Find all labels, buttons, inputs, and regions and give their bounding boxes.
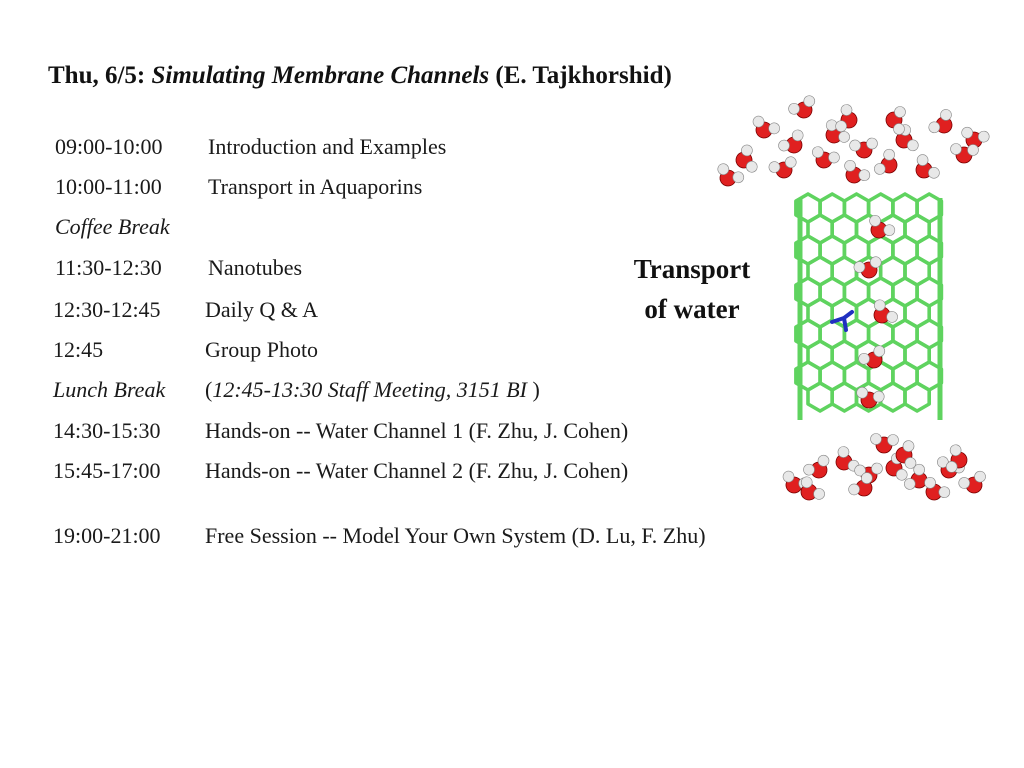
schedule-time: 15:45-17:00 bbox=[53, 458, 161, 483]
nanotube-back-wall bbox=[800, 198, 940, 420]
schedule-time: 11:30-12:30 bbox=[55, 255, 162, 280]
session-topic: Simulating Membrane Channels bbox=[151, 62, 490, 89]
break-label: Lunch Break bbox=[53, 377, 166, 402]
schedule-desc: Hands-on -- Water Channel 1 (F. Zhu, J. … bbox=[205, 418, 629, 443]
schedule-desc: Introduction and Examples bbox=[208, 134, 447, 159]
session-title: Thu, 6/5: Simulating Membrane Channels (… bbox=[48, 62, 672, 90]
schedule-time: 10:00-11:00 bbox=[55, 174, 162, 199]
schedule-time: 14:30-15:30 bbox=[53, 418, 161, 443]
session-instructor: (E. Tajkhorshid) bbox=[495, 62, 672, 89]
schedule-time: 19:00-21:00 bbox=[53, 523, 161, 548]
schedule-time: 09:00-10:00 bbox=[55, 134, 163, 159]
break-label: Coffee Break bbox=[55, 214, 170, 239]
nanotube-water-illustration bbox=[717, 95, 990, 501]
staff-meeting-note: (12:45-13:30 Staff Meeting, 3151 BI ) bbox=[205, 377, 540, 402]
nitrogen-marker bbox=[830, 310, 854, 332]
water-cluster-bottom bbox=[782, 433, 986, 501]
water-cluster-top bbox=[717, 95, 990, 187]
schedule-desc: Transport in Aquaporins bbox=[208, 174, 423, 199]
figure-caption: Transport of water bbox=[633, 254, 751, 324]
schedule-desc: Daily Q & A bbox=[205, 297, 319, 322]
water-chain-inside bbox=[853, 215, 898, 409]
schedule-desc: Group Photo bbox=[205, 337, 319, 362]
session-date: Thu, 6/5: bbox=[48, 62, 146, 89]
schedule-time: 12:45 bbox=[53, 337, 104, 362]
schedule-desc: Free Session -- Model Your Own System (D… bbox=[205, 523, 706, 548]
schedule-time: 12:30-12:45 bbox=[53, 297, 161, 322]
schedule-desc: Nanotubes bbox=[208, 255, 303, 280]
schedule-desc: Hands-on -- Water Channel 2 (F. Zhu, J. … bbox=[205, 458, 629, 483]
